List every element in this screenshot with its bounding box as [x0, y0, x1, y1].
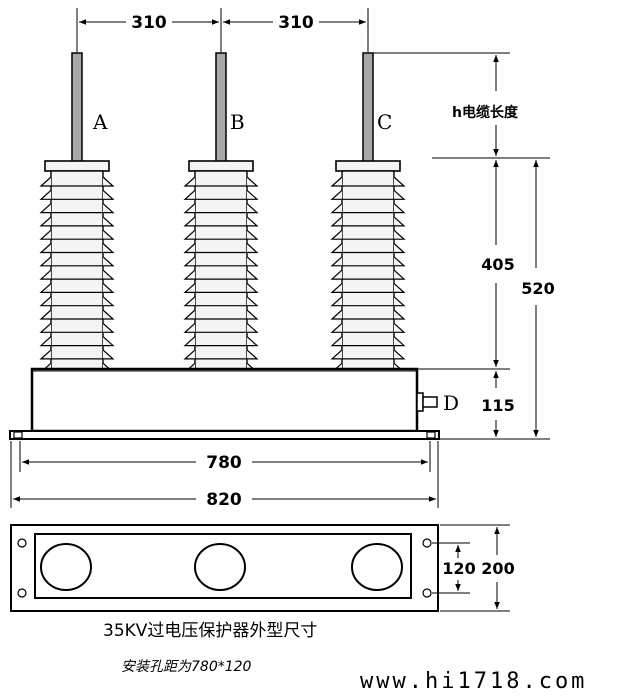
insulator-shed — [330, 229, 406, 240]
base-height-label: 115 — [481, 396, 514, 415]
insulator-shed — [330, 349, 406, 360]
insulator-shed — [183, 203, 259, 214]
insulator-shed — [330, 336, 406, 347]
insulator-shed — [183, 336, 259, 347]
insulator-shed — [330, 296, 406, 307]
insulator-shed — [39, 296, 115, 307]
insulator-shed — [330, 282, 406, 293]
mounting-hole — [17, 588, 27, 598]
insulator-shed — [39, 243, 115, 254]
phase-spacing-dimension — [76, 8, 369, 52]
insulator-shed — [39, 336, 115, 347]
insulator-shed — [330, 216, 406, 227]
insulator-shed — [330, 243, 406, 254]
overall-width-label: 820 — [206, 490, 242, 510]
watermark: www.hi1718.com — [360, 669, 587, 694]
mounting-hole — [17, 538, 27, 548]
insulator-shed — [183, 309, 259, 320]
opening-a — [40, 543, 92, 591]
insulator-shed — [183, 229, 259, 240]
total-height-label: 520 — [521, 279, 554, 298]
terminal-b-label: B — [230, 110, 245, 134]
insulator-core — [341, 170, 395, 370]
insulator-shed — [39, 322, 115, 333]
insulator-a — [39, 160, 115, 373]
terminal-d-label: D — [443, 391, 459, 415]
insulator-shed — [183, 243, 259, 254]
insulator-shed — [39, 229, 115, 240]
insulator-shed — [183, 296, 259, 307]
rod-b — [215, 52, 227, 164]
plan-dimensions — [432, 524, 510, 612]
insulator-shed — [39, 309, 115, 320]
base-housing — [30, 367, 419, 433]
insulator-shed — [330, 256, 406, 267]
insulator-shed — [39, 216, 115, 227]
insulator-shed — [183, 282, 259, 293]
base-plan-view — [10, 524, 439, 612]
mounting-hole — [422, 588, 432, 598]
insulator-shed — [39, 349, 115, 360]
opening-c — [351, 543, 403, 591]
mounting-plate-side — [9, 430, 440, 440]
phase-spacing-left-label: 310 — [131, 13, 167, 33]
insulator-cap — [188, 160, 254, 172]
ground-terminal-d — [416, 392, 438, 412]
insulator-shed — [330, 203, 406, 214]
insulator-shed — [39, 282, 115, 293]
cable-length-label: h电缆长度 — [452, 104, 519, 121]
insulator-shed — [330, 322, 406, 333]
insulator-shed — [330, 269, 406, 280]
insulator-shed — [39, 203, 115, 214]
insulator-shed — [330, 309, 406, 320]
insulator-shed — [39, 269, 115, 280]
vertical-dimensions — [373, 52, 550, 440]
hole-spacing-label: 120 — [442, 559, 475, 578]
insulator-c — [330, 160, 406, 373]
phase-spacing-right-label: 310 — [278, 13, 314, 33]
insulator-shed — [183, 189, 259, 200]
insulator-shed — [183, 349, 259, 360]
rod-a — [71, 52, 83, 164]
insulator-cap — [44, 160, 110, 172]
base-depth-label: 200 — [481, 559, 514, 578]
horizontal-dimensions — [10, 441, 439, 508]
insulator-height-label: 405 — [481, 255, 514, 274]
insulator-shed — [39, 189, 115, 200]
mounting-span-label: 780 — [206, 453, 242, 473]
opening-b — [194, 543, 246, 591]
insulator-b — [183, 160, 259, 373]
terminal-rods — [71, 52, 374, 164]
insulator-shed — [39, 256, 115, 267]
insulator-shed — [183, 176, 259, 187]
mounting-hole — [422, 538, 432, 548]
insulator-core — [194, 170, 248, 370]
insulator-shed — [39, 176, 115, 187]
insulator-core — [50, 170, 104, 370]
insulator-shed — [183, 216, 259, 227]
rod-c — [362, 52, 374, 164]
insulator-shed — [330, 176, 406, 187]
terminal-a-label: A — [92, 110, 108, 134]
drawing-subtitle: 安装孔距为780*120 — [121, 659, 252, 675]
drawing-title: 35KV过电压保护器外型尺寸 — [103, 621, 317, 641]
insulator-shed — [183, 269, 259, 280]
insulator-shed — [330, 189, 406, 200]
insulator-shed — [183, 256, 259, 267]
insulator-cap — [335, 160, 401, 172]
terminal-c-label: C — [377, 110, 392, 134]
insulator-shed — [183, 322, 259, 333]
insulators — [39, 160, 406, 373]
